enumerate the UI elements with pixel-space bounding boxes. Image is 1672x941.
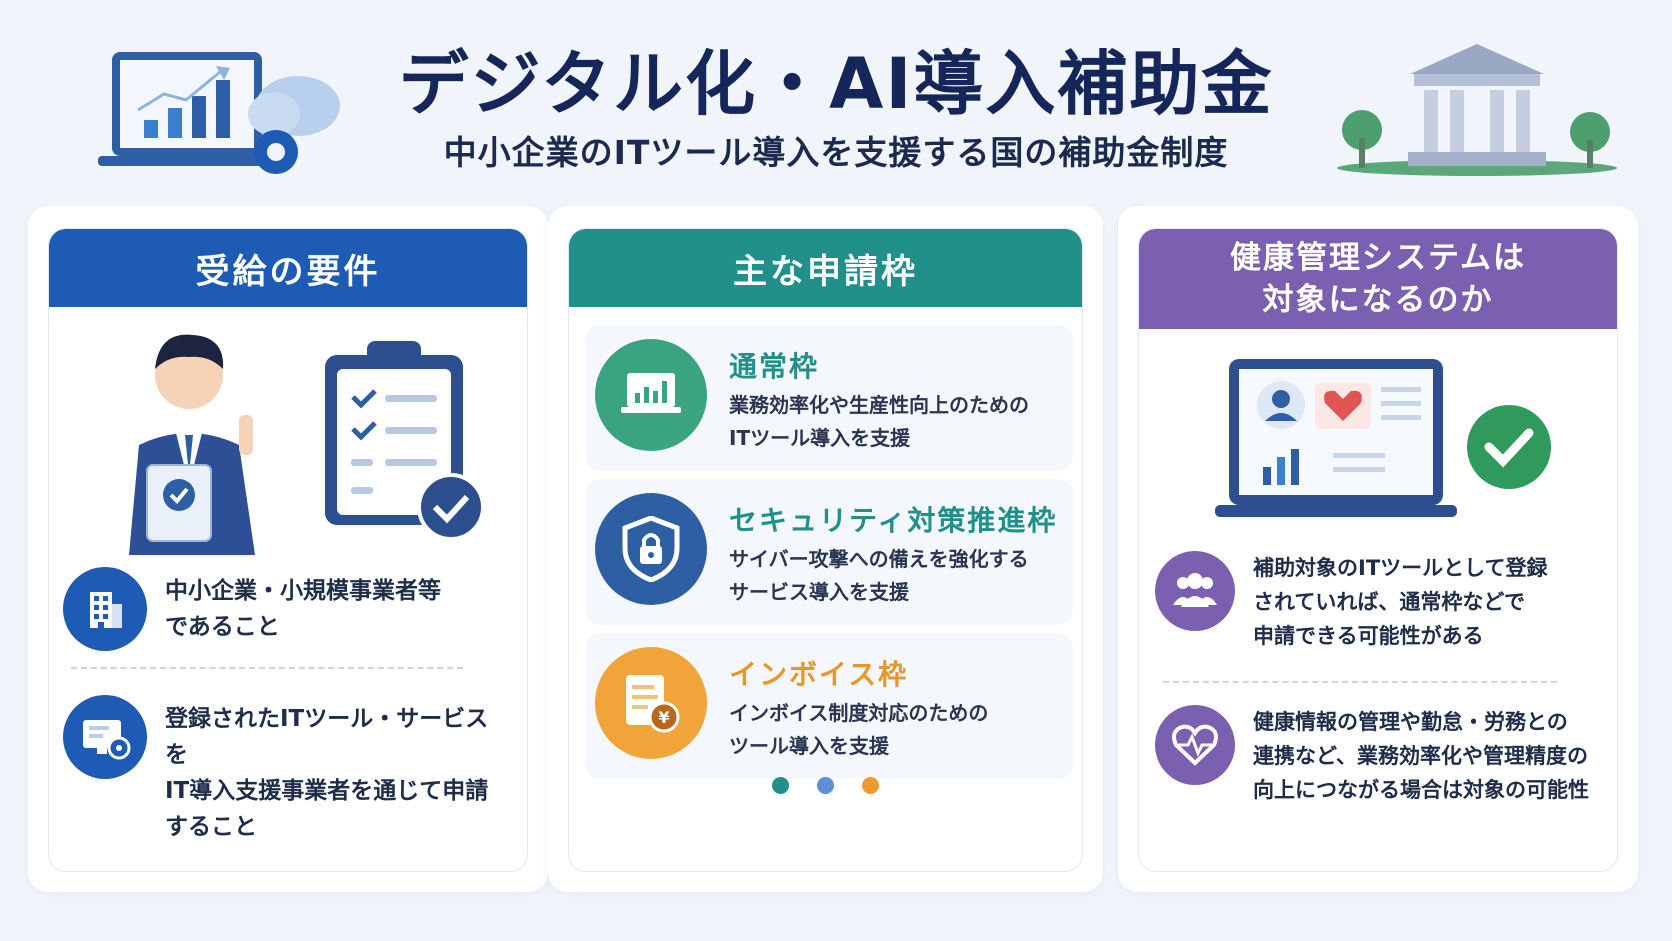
health-item-text: 健康情報の管理や勤怠・労務との 連携など、業務効率化や管理精度の 向上につながる…	[1253, 710, 1589, 802]
pagination-dot[interactable]	[862, 777, 879, 794]
pagination-dot[interactable]	[817, 777, 834, 794]
category-title: セキュリティ対策推進枠	[729, 504, 1058, 537]
header: デジタル化・AI導入補助金 中小企業のITツール導入を支援する国の補助金制度	[0, 0, 1672, 200]
page-subtitle: 中小企業のITツール導入を支援する国の補助金制度	[443, 133, 1229, 172]
requirement-item: 登録されたITツール・サービスを IT導入支援事業者を通じて申請 すること	[63, 695, 503, 845]
page-title: デジタル化・AI導入補助金	[398, 43, 1274, 125]
government-building-icon	[1337, 44, 1617, 176]
group-icon	[1155, 551, 1235, 631]
invoice-yen-icon: ¥	[595, 647, 707, 759]
categories-heading: 主な申請枠	[569, 229, 1082, 307]
divider	[1163, 681, 1557, 683]
requirements-panel: 受給の要件	[28, 206, 548, 892]
requirements-card: 受給の要件	[48, 228, 528, 872]
divider	[71, 667, 463, 669]
category-description: 業務効率化や生産性向上のための ITツール導入を支援	[729, 393, 1029, 450]
categories-panel: 主な申請枠 通常枠 業務効率化や生産性向上のための ITツール導入を支援	[548, 206, 1103, 892]
health-item: 健康情報の管理や勤怠・労務との 連携など、業務効率化や管理精度の 向上につながる…	[1155, 705, 1595, 807]
requirement-item: 中小企業・小規模事業者等 であること	[63, 567, 503, 651]
heart-pulse-icon	[1155, 705, 1235, 785]
businessman-checklist-icon	[129, 334, 485, 555]
requirement-text: 中小企業・小規模事業者等 であること	[165, 578, 441, 640]
category-description: サイバー攻撃への備えを強化する サービス導入を支援	[729, 547, 1029, 604]
health-item: 補助対象のITツールとして登録 されていれば、通常枠などで 申請できる可能性があ…	[1155, 551, 1595, 653]
health-card: 健康管理システムは 対象になるのか	[1138, 228, 1618, 872]
laptop-growth-chart-icon	[98, 52, 340, 174]
category-description: インボイス制度対応のための ツール導入を支援	[729, 701, 989, 758]
laptop-health-dashboard-icon	[1215, 359, 1551, 517]
category-item-invoice: ¥ インボイス枠 インボイス制度対応のための ツール導入を支援	[585, 633, 1073, 779]
category-item-security: セキュリティ対策推進枠 サイバー攻撃への備えを強化する サービス導入を支援	[585, 479, 1073, 625]
requirement-text: 登録されたITツール・サービスを IT導入支援事業者を通じて申請 すること	[165, 706, 489, 840]
health-panel: 健康管理システムは 対象になるのか	[1118, 206, 1638, 892]
pagination-dots	[569, 777, 1082, 794]
shield-lock-icon	[595, 493, 707, 605]
laptop-chart-icon	[595, 339, 707, 451]
requirements-heading: 受給の要件	[49, 229, 527, 307]
categories-card: 主な申請枠 通常枠 業務効率化や生産性向上のための ITツール導入を支援	[568, 228, 1083, 872]
category-title: 通常枠	[729, 350, 820, 383]
health-heading: 健康管理システムは 対象になるのか	[1139, 229, 1617, 329]
monitor-gear-icon	[63, 695, 147, 779]
pagination-dot[interactable]	[772, 777, 789, 794]
svg-text:¥: ¥	[658, 708, 669, 727]
category-title: インボイス枠	[729, 658, 909, 691]
health-item-text: 補助対象のITツールとして登録 されていれば、通常枠などで 申請できる可能性があ…	[1253, 556, 1548, 648]
category-item-standard: 通常枠 業務効率化や生産性向上のための ITツール導入を支援	[585, 325, 1073, 471]
building-icon	[63, 567, 147, 651]
